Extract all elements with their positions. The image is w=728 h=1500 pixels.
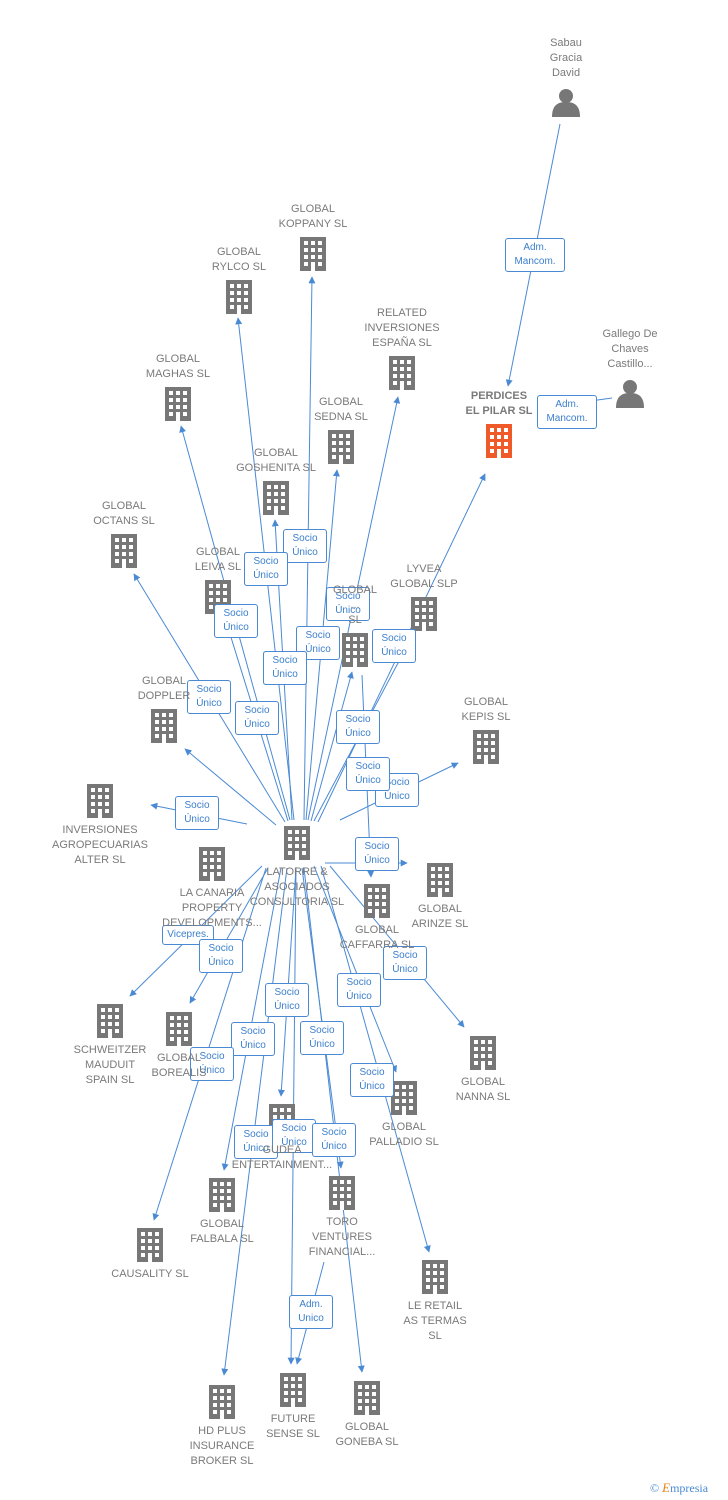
edge-label-socio-nico[interactable]: Socio Único	[336, 710, 380, 744]
edge-label-socio-nico[interactable]: Socio Único	[283, 529, 327, 563]
node-label-sedna[interactable]: GLOBAL SEDNA SL	[314, 396, 368, 423]
building-icon-arinze[interactable]	[427, 863, 453, 897]
building-icon-causality[interactable]	[137, 1228, 163, 1262]
node-label-perdices[interactable]: PERDICES EL PILAR SL	[465, 390, 533, 417]
node-label-borealis[interactable]: GLOBAL BOREALIS	[151, 1052, 207, 1079]
node-label-rylco[interactable]: GLOBAL RYLCO SL	[211, 246, 267, 273]
edge-label-socio-nico[interactable]: Socio Único	[272, 1119, 316, 1153]
building-icon-borealis[interactable]	[166, 1012, 192, 1046]
copyright-symbol: ©	[650, 1481, 660, 1495]
edge-label-adm-unico[interactable]: Adm. Unico	[289, 1295, 333, 1329]
node-label-nanna[interactable]: GLOBAL NANNA SL	[455, 1076, 511, 1103]
building-icon-toro[interactable]	[329, 1176, 355, 1210]
node-label-schweitzer[interactable]: SCHWEITZER MAUDUIT SPAIN SL	[73, 1044, 147, 1086]
building-icon-octans[interactable]	[111, 534, 137, 568]
edge-latorre-gudea	[277, 867, 297, 1097]
building-icon-inversiones[interactable]	[87, 784, 113, 818]
person-icon-gallego[interactable]	[616, 380, 644, 408]
building-icon-schweitzer[interactable]	[97, 1004, 123, 1038]
building-icon-maghas[interactable]	[165, 387, 191, 421]
edge-latorre-causality	[152, 867, 267, 1221]
edge-label-socio-nico[interactable]: Socio Único	[337, 973, 381, 1007]
building-icon-falbala[interactable]	[209, 1178, 235, 1212]
building-icon-nanna[interactable]	[470, 1036, 496, 1070]
node-label-toro[interactable]: TORO VENTURES FINANCIAL...	[308, 1216, 376, 1258]
node-label-doppler[interactable]: GLOBAL DOPPLER	[137, 675, 191, 702]
node-label-maghas[interactable]: GLOBAL MAGHAS SL	[145, 353, 211, 380]
edge-label-socio-nico[interactable]: Socio Único	[231, 1022, 275, 1056]
node-label-falbala[interactable]: GLOBAL FALBALA SL	[190, 1218, 254, 1245]
edge-label-socio-nico[interactable]: Socio Único	[346, 757, 390, 791]
edge-label-socio-nico[interactable]: Socio Único	[244, 552, 288, 586]
edge-label-socio-nico[interactable]: Socio Único	[355, 837, 399, 871]
person-icon-sabau[interactable]	[552, 89, 580, 117]
node-label-gudea[interactable]: GUDEA ENTERTAINMENT...	[231, 1144, 333, 1171]
node-label-future[interactable]: FUTURE SENSE SL	[266, 1413, 320, 1440]
building-icon-latorre[interactable]	[284, 826, 310, 860]
node-label-lacanaria[interactable]: LA CANARIA PROPERTY DEVELOPMENTS...	[162, 887, 262, 929]
building-icon-rylco[interactable]	[226, 280, 252, 314]
edge-latorre-goneba	[303, 867, 365, 1373]
building-icon-koppany[interactable]	[300, 237, 326, 271]
node-label-goneba[interactable]: GLOBAL GONEBA SL	[335, 1421, 399, 1448]
building-icon-related[interactable]	[389, 356, 415, 390]
edge-label-socio-nico[interactable]: Socio Único	[296, 626, 340, 660]
edge-label-adm-mancom[interactable]: Adm. Mancom.	[537, 395, 597, 429]
building-icon-globalx[interactable]	[342, 633, 368, 667]
edge-label-socio-nico[interactable]: Socio Único	[175, 796, 219, 830]
node-label-latorre[interactable]: LATORRE & ASOCIADOS CONSULTORIA SL	[249, 866, 345, 908]
edge-label-socio-nico[interactable]: Socio Único	[300, 1021, 344, 1055]
node-label-kepis[interactable]: GLOBAL KEPIS SL	[461, 696, 511, 723]
node-label-hdplus[interactable]: HD PLUS INSURANCE BROKER SL	[189, 1425, 255, 1467]
edge-label-socio-nico[interactable]: Socio Único	[326, 587, 370, 621]
node-label-palladio[interactable]: GLOBAL PALLADIO SL	[369, 1121, 439, 1148]
node-label-goshenita[interactable]: GLOBAL GOSHENITA SL	[236, 447, 316, 474]
copyright-notice: © Empresia	[650, 1480, 708, 1496]
node-label-leiva[interactable]: GLOBAL LEIVA SL	[194, 546, 242, 573]
node-label-octans[interactable]: GLOBAL OCTANS SL	[93, 500, 155, 527]
edge-latorre-leretail	[320, 865, 431, 1253]
edge-label-socio-nico[interactable]: Socio Único	[199, 939, 243, 973]
edge-label-socio-nico[interactable]: Socio Único	[263, 651, 307, 685]
building-icon-lacanaria[interactable]	[199, 847, 225, 881]
building-icon-goshenita[interactable]	[263, 481, 289, 515]
edge-label-adm-mancom[interactable]: Adm. Mancom.	[505, 238, 565, 272]
building-icon-doppler[interactable]	[151, 709, 177, 743]
edge-label-socio-nico[interactable]: Socio Único	[372, 629, 416, 663]
node-label-arinze[interactable]: GLOBAL ARINZE SL	[411, 903, 469, 930]
edge-label-socio-nico[interactable]: Socio Único	[190, 1047, 234, 1081]
edge-label-socio-nico[interactable]: Socio Único	[187, 680, 231, 714]
edge-label-socio-nico[interactable]: Socio Único	[350, 1063, 394, 1097]
node-label-caffarra[interactable]: GLOBAL CAFFARRA SL	[339, 924, 415, 951]
building-icon-hdplus[interactable]	[209, 1385, 235, 1419]
edge-label-socio-nico[interactable]: Socio Único	[234, 1125, 278, 1159]
building-icon-future[interactable]	[280, 1373, 306, 1407]
edge-latorre-falbala	[221, 867, 282, 1171]
edge-label-socio-nico[interactable]: Socio Único	[214, 604, 258, 638]
edge-latorre-borealis	[189, 867, 269, 1004]
building-icon-kepis[interactable]	[473, 730, 499, 764]
node-label-globalx[interactable]: GLOBAL ... SL	[332, 584, 378, 626]
edge-label-socio-nico[interactable]: Socio Único	[265, 983, 309, 1017]
edge-label-socio-nico[interactable]: Socio Único	[383, 946, 427, 980]
node-label-sabau[interactable]: Sabau Gracia David	[549, 37, 583, 79]
brand-logo: Empresia	[662, 1480, 709, 1495]
building-icon-perdices[interactable]	[486, 424, 512, 458]
node-label-related[interactable]: RELATED INVERSIONES ESPAÑA SL	[364, 307, 440, 349]
node-label-koppany[interactable]: GLOBAL KOPPANY SL	[278, 203, 348, 230]
edge-label-socio-nico[interactable]: Socio Único	[312, 1123, 356, 1157]
node-label-causality[interactable]: CAUSALITY SL	[111, 1268, 189, 1280]
edge-latorre-hdplus	[221, 867, 288, 1376]
building-icon-palladio[interactable]	[391, 1081, 417, 1115]
edge-latorre-globalx	[310, 671, 354, 822]
node-label-gallego[interactable]: Gallego De Chaves Castillo...	[602, 328, 658, 370]
node-label-leretail[interactable]: LE RETAIL AS TERMAS SL	[403, 1300, 467, 1342]
edge-label-socio-nico[interactable]: Socio Único	[235, 701, 279, 735]
node-label-lyvea[interactable]: LYVEA GLOBAL SLP	[390, 563, 458, 590]
edge-latorre-doppler	[184, 748, 277, 826]
node-label-inversiones[interactable]: INVERSIONES AGROPECUARIAS ALTER SL	[52, 824, 148, 866]
edge-latorre-palladio	[313, 865, 397, 1073]
building-icon-leretail[interactable]	[422, 1260, 448, 1294]
building-icon-goneba[interactable]	[354, 1381, 380, 1415]
